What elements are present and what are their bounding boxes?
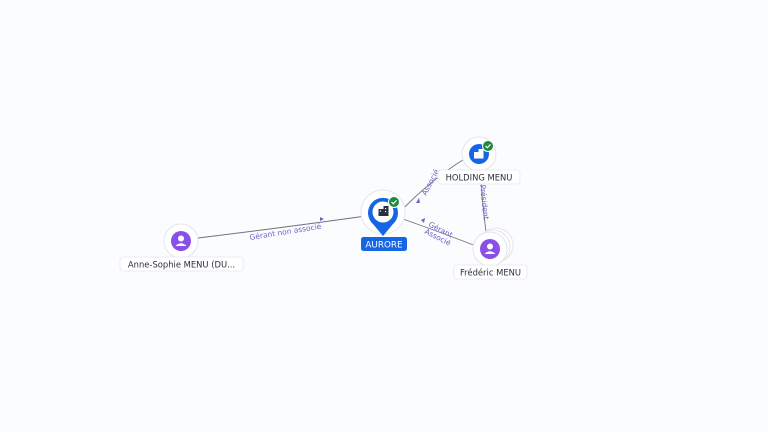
- node-holding-menu[interactable]: HOLDING MENU: [437, 136, 521, 185]
- node-label-holding-menu: HOLDING MENU: [446, 173, 513, 183]
- edge-label-gerant-non-associe: Gérant non associé: [249, 222, 322, 242]
- node-aurore[interactable]: AURORE: [360, 189, 407, 251]
- arrow-icon: [421, 218, 425, 223]
- arrow-icon: [416, 198, 420, 203]
- verified-check-icon: [388, 196, 400, 208]
- node-frederic-menu[interactable]: Frédéric MENU: [453, 227, 528, 280]
- edge-label-president: Président: [478, 184, 491, 220]
- arrow-icon: [320, 217, 324, 221]
- node-label-aurore: AURORE: [365, 241, 402, 251]
- edge-anne-aurore: [197, 215, 367, 239]
- node-anne-sophie[interactable]: Anne-Sophie MENU (DU...: [119, 223, 244, 272]
- node-label-frederic-menu: Frédéric MENU: [460, 268, 521, 278]
- verified-check-icon: [482, 140, 494, 152]
- building-icon: [378, 206, 389, 216]
- node-label-anne-sophie: Anne-Sophie MENU (DU...: [128, 260, 235, 270]
- edge-frederic-aurore: [399, 217, 477, 247]
